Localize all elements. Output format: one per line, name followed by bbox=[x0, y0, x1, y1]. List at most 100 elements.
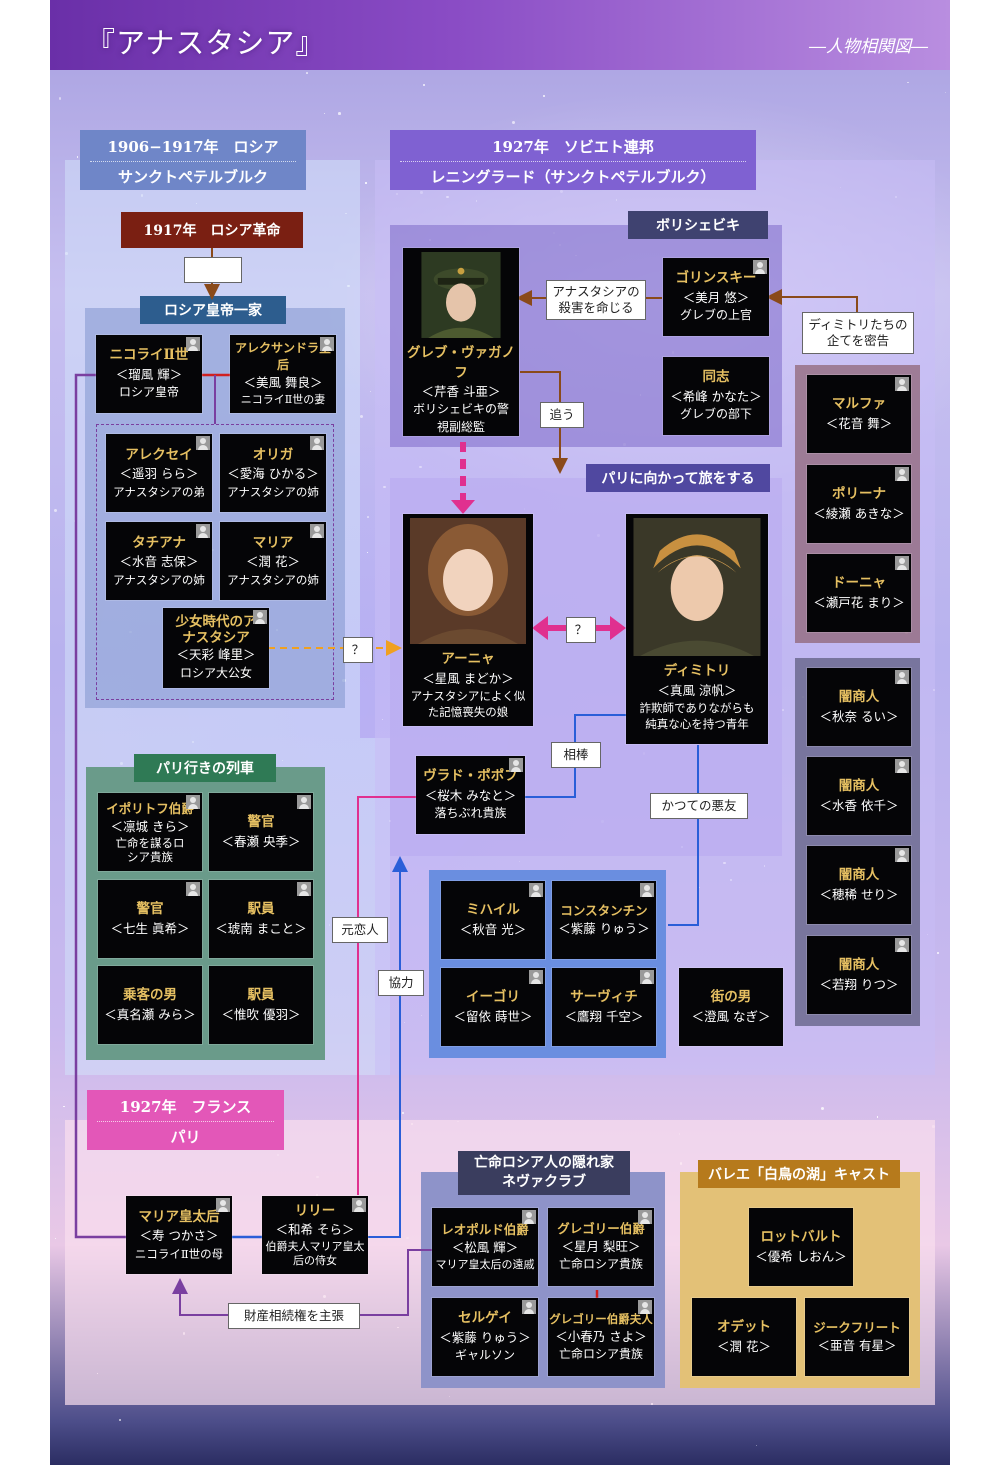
gleb-portrait bbox=[403, 252, 519, 338]
character-name: ドーニャ bbox=[832, 574, 886, 594]
star bbox=[423, 84, 425, 86]
character-desc: アナスタシアの姉 bbox=[227, 572, 319, 589]
character-card-comrade[interactable]: 同志 ＜希峰 かなた＞ グレブの部下 bbox=[663, 357, 769, 435]
revolution-label: 1917年 ロシア革命 bbox=[121, 212, 303, 248]
actor-name: ＜花音 舞＞ bbox=[826, 415, 892, 433]
character-card-station1[interactable]: 駅員 ＜琥南 まこと＞ bbox=[209, 880, 313, 958]
cooperate-label: 協力 bbox=[378, 970, 424, 996]
character-card-dunya[interactable]: ドーニャ ＜瀬戸花 まり＞ bbox=[807, 554, 911, 632]
star bbox=[365, 182, 367, 184]
character-card-sergei[interactable]: セルゲイ ＜紫藤 りゅう＞ ギャルソン bbox=[432, 1298, 538, 1376]
character-card-dowager[interactable]: マリア皇太后 ＜寿 つかさ＞ ニコライⅡ世の母 bbox=[126, 1196, 232, 1274]
character-card-leopold[interactable]: レオポルド伯爵 ＜松風 輝＞ マリア皇太后の遠戚 bbox=[432, 1208, 538, 1286]
character-card-dmitry[interactable]: ディミトリ ＜真風 涼帆＞ 詐欺師でありながらも純真な心を持つ青年 bbox=[626, 514, 768, 744]
actor-name: ＜紫藤 りゅう＞ bbox=[558, 920, 649, 938]
character-name: イポリトフ伯爵 bbox=[106, 800, 194, 818]
character-name: オリガ bbox=[253, 446, 294, 466]
character-card-olga[interactable]: オリガ ＜愛海 ひかる＞ アナスタシアの姉 bbox=[220, 434, 326, 512]
character-card-gregory-wife[interactable]: グレゴリー伯爵夫人 ＜小春乃 さよ＞ 亡命ロシア貴族 bbox=[548, 1298, 654, 1376]
character-name: グレブ・ヴァガノフ bbox=[403, 344, 519, 383]
person-icon bbox=[186, 882, 200, 896]
actor-name: ＜綾瀬 あきな＞ bbox=[813, 505, 904, 523]
person-icon bbox=[522, 1210, 536, 1224]
character-card-anya[interactable]: アーニャ ＜星風 まどか＞ アナスタシアによく似た記憶喪失の娘 bbox=[403, 514, 533, 726]
person-icon bbox=[895, 759, 909, 773]
actor-name: ＜七生 眞希＞ bbox=[111, 920, 190, 938]
character-card-paulina[interactable]: ポリーナ ＜綾瀬 あきな＞ bbox=[807, 465, 911, 543]
person-icon bbox=[186, 795, 200, 809]
character-desc: ギャルソン bbox=[455, 1347, 515, 1364]
character-card-black3[interactable]: 闇商人 ＜穂稀 せり＞ bbox=[807, 846, 911, 924]
actor-name: ＜潤 花＞ bbox=[717, 1338, 771, 1356]
character-name: 闇商人 bbox=[839, 866, 880, 886]
person-icon bbox=[196, 524, 210, 538]
person-icon bbox=[529, 883, 543, 897]
character-card-vlad[interactable]: ヴラド・ポポフ ＜桜木 みなと＞ 落ちぶれ貴族 bbox=[416, 756, 525, 834]
actor-name: ＜愛海 ひかる＞ bbox=[227, 465, 318, 483]
character-card-black4[interactable]: 闇商人 ＜若翔 りつ＞ bbox=[807, 936, 911, 1014]
person-icon bbox=[509, 758, 523, 772]
character-card-lily[interactable]: リリー ＜和希 そら＞ 伯爵夫人マリア皇太后の侍女 bbox=[262, 1196, 368, 1274]
star bbox=[59, 97, 61, 99]
character-card-alexei[interactable]: アレクセイ ＜遥羽 らら＞ アナスタシアの弟 bbox=[106, 434, 212, 512]
person-icon bbox=[640, 883, 654, 897]
character-desc: 亡命ロシア貴族 bbox=[559, 1256, 643, 1273]
character-name: マルファ bbox=[832, 395, 886, 415]
character-card-alexandra[interactable]: アレクサンドラ皇后 ＜美風 舞良＞ ニコライⅡ世の妻 bbox=[230, 335, 336, 413]
character-card-savvich[interactable]: サーヴィチ ＜鷹翔 千空＞ bbox=[552, 968, 656, 1046]
character-desc: 落ちぶれ貴族 bbox=[434, 805, 506, 822]
character-name: 警官 bbox=[137, 900, 164, 920]
character-card-rothbart[interactable]: ロットバルト ＜優希 しおん＞ bbox=[749, 1208, 853, 1286]
character-card-ipolitov[interactable]: イポリトフ伯爵 ＜凛城 きら＞ 亡命を謀るロシア貴族 bbox=[98, 793, 202, 871]
character-name: ゴリンスキー bbox=[676, 269, 757, 289]
character-card-black2[interactable]: 闇商人 ＜水香 依千＞ bbox=[807, 757, 911, 835]
actor-name: ＜遥羽 らら＞ bbox=[120, 465, 199, 483]
soviet-header-line2: レニングラード（サンクトペテルブルク） bbox=[390, 162, 756, 187]
character-card-gregory[interactable]: グレゴリー伯爵 ＜星月 梨旺＞ 亡命ロシア貴族 bbox=[548, 1208, 654, 1286]
character-card-station2[interactable]: 駅員 ＜惟吹 優羽＞ bbox=[209, 966, 313, 1044]
character-card-officer1[interactable]: 警官 ＜春瀬 央季＞ bbox=[209, 793, 313, 871]
actor-name: ＜若翔 りつ＞ bbox=[819, 976, 898, 994]
character-card-black1[interactable]: 闇商人 ＜秋奈 るい＞ bbox=[807, 668, 911, 746]
character-card-marfa[interactable]: マルファ ＜花音 舞＞ bbox=[807, 375, 911, 453]
character-card-gleb[interactable]: グレブ・ヴァガノフ ＜芹香 斗亜＞ ボリシェビキの警視副総監 bbox=[403, 248, 519, 436]
character-desc: 伯爵夫人マリア皇太后の侍女 bbox=[263, 1240, 367, 1269]
actor-name: ＜鷹翔 千空＞ bbox=[565, 1008, 644, 1026]
character-card-maria[interactable]: マリア ＜潤 花＞ アナスタシアの姉 bbox=[220, 522, 326, 600]
actor-name: ＜松風 輝＞ bbox=[452, 1239, 518, 1257]
character-card-passenger[interactable]: 乗客の男 ＜真名瀬 みら＞ bbox=[98, 966, 202, 1044]
character-desc: 亡命ロシア貴族 bbox=[559, 1346, 643, 1363]
character-name: ロットバルト bbox=[761, 1228, 842, 1248]
actor-name: ＜優希 しおん＞ bbox=[755, 1248, 846, 1266]
russia-header-line2: サンクトペテルブルク bbox=[80, 162, 306, 187]
character-card-siegfried[interactable]: ジークフリート ＜亜音 有星＞ bbox=[805, 1298, 909, 1376]
actor-name: ＜瑠風 輝＞ bbox=[116, 366, 182, 384]
character-desc: アナスタシアの弟 bbox=[113, 484, 205, 501]
character-card-street-man[interactable]: 街の男 ＜澄風 なぎ＞ bbox=[679, 968, 783, 1046]
person-icon bbox=[310, 436, 324, 450]
ex-lover-label: 元恋人 bbox=[332, 917, 388, 943]
person-icon bbox=[895, 467, 909, 481]
actor-name: ＜留依 蒔世＞ bbox=[454, 1008, 533, 1026]
character-card-young-anastasia[interactable]: 少女時代のアナスタシア ＜天彩 峰里＞ ロシア大公女 bbox=[163, 608, 269, 688]
character-card-odette[interactable]: オデット ＜潤 花＞ bbox=[692, 1298, 796, 1376]
character-card-nicholas[interactable]: ニコライⅡ世 ＜瑠風 輝＞ ロシア皇帝 bbox=[96, 335, 202, 413]
actor-name: ＜水香 依千＞ bbox=[820, 797, 899, 815]
character-card-gorinsky[interactable]: ゴリンスキー ＜美月 悠＞ グレブの上官 bbox=[663, 258, 769, 336]
partner-label: 相棒 bbox=[551, 742, 601, 768]
character-name: 乗客の男 bbox=[123, 986, 177, 1006]
actor-name: ＜水音 志保＞ bbox=[120, 553, 199, 571]
character-name: アーニャ bbox=[441, 650, 494, 670]
character-card-tatiana[interactable]: タチアナ ＜水音 志保＞ アナスタシアの姉 bbox=[106, 522, 212, 600]
actor-name: ＜澄風 なぎ＞ bbox=[692, 1008, 771, 1026]
person-icon bbox=[638, 1210, 652, 1224]
character-card-officer2[interactable]: 警官 ＜七生 眞希＞ bbox=[98, 880, 202, 958]
person-icon bbox=[529, 970, 543, 984]
france-header-line1: 1927年 フランス bbox=[97, 1090, 274, 1122]
character-card-igor[interactable]: イーゴリ ＜留依 蒔世＞ bbox=[441, 968, 545, 1046]
hideout-label-line2: ネヴァクラブ bbox=[502, 1173, 586, 1192]
character-card-mikhail[interactable]: ミハイル ＜秋音 光＞ bbox=[441, 881, 545, 959]
soviet-header-line1: 1927年 ソビエト連邦 bbox=[400, 130, 746, 162]
order-kill-label: アナスタシアの殺害を命じる bbox=[546, 280, 646, 320]
character-card-konstantin[interactable]: コンスタンチン ＜紫藤 りゅう＞ bbox=[552, 881, 656, 959]
